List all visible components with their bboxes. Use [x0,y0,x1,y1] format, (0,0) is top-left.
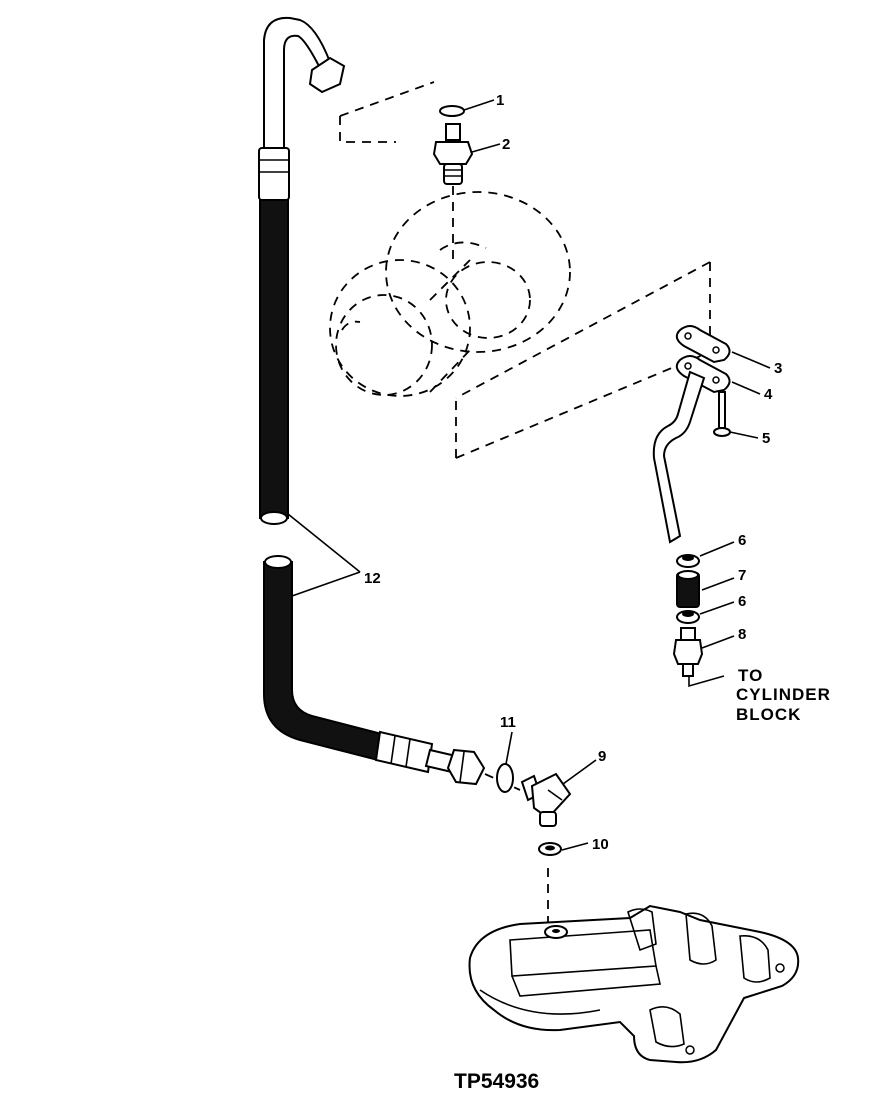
oil-filter-base [468,904,800,1064]
o-ring-part-11 [496,763,514,793]
callout-6-upper: 6 [738,532,746,549]
callout-8: 8 [738,626,746,643]
callout-6-lower: 6 [738,593,746,610]
callout-12: 12 [364,570,381,587]
clamp-part-6-lower [676,610,700,624]
drain-tube [652,370,706,544]
callout-1: 1 [496,92,504,109]
callout-10: 10 [592,836,609,853]
callout-11: 11 [500,714,516,731]
fitting-part-2 [432,123,474,185]
fitting-part-8 [672,627,704,677]
o-ring-part-1 [439,105,465,117]
callout-4: 4 [764,386,773,403]
callout-5: 5 [762,430,770,447]
callout-9: 9 [598,748,606,765]
note-line-1: TO [738,666,763,685]
callout-3: 3 [774,360,782,377]
clamp-part-6-upper [676,554,700,568]
callout-2: 2 [502,136,510,153]
lower-oil-hose [263,555,486,786]
hose-part-7 [676,570,700,608]
elbow-part-9 [520,772,572,827]
turbocharger-phantom [329,191,571,397]
note-line-2: CYLINDER [736,685,831,704]
figure-id: TP54936 [454,1070,539,1093]
gasket-part-3 [675,325,731,364]
leader-lines [287,99,771,851]
alignment-lines [339,81,725,932]
callout-7: 7 [738,567,746,584]
flange-part-4 [675,355,731,394]
note-line-3: BLOCK [736,705,801,724]
cap-screw-part-5 [713,391,731,437]
washer-part-10 [538,842,562,856]
upper-oil-hose [258,16,346,525]
